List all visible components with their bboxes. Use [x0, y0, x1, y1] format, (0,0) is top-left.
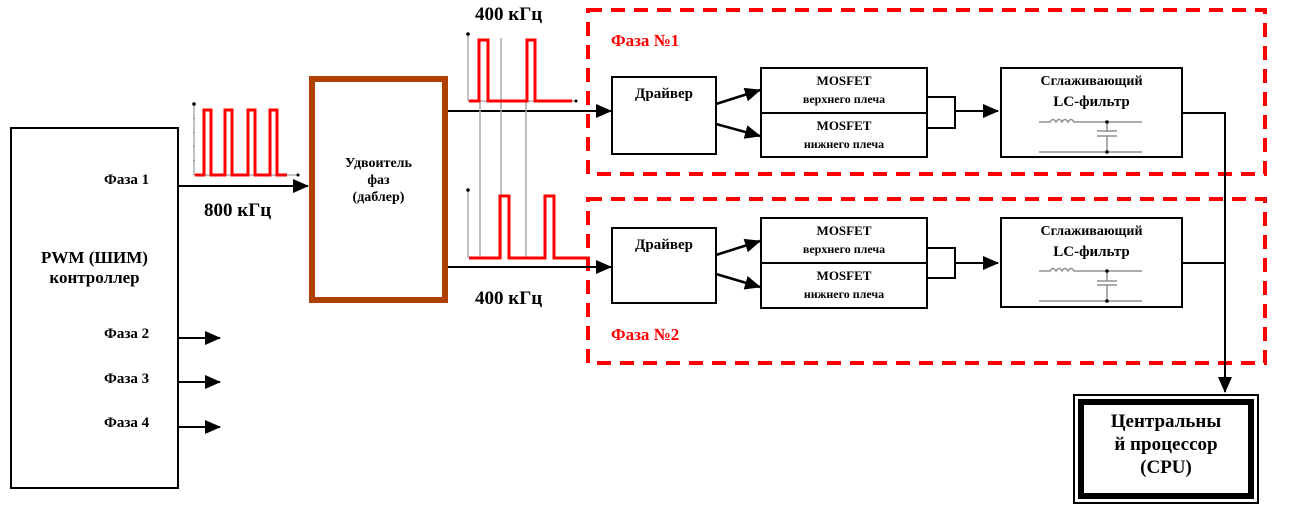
phase-2-mosfet-low-line1: MOSFET — [816, 268, 872, 283]
phase-2-output-label: Фаза 2 — [104, 326, 150, 342]
phase-1-lc-filter-label: Сглаживающий LC-фильтр — [1000, 72, 1183, 112]
phase-2-mosfet-low-line2: нижнего плеча — [803, 287, 885, 301]
driver2-to-mosfet-high — [715, 238, 761, 257]
phase-1-mosfet-high-line2: верхнего плеча — [802, 92, 886, 106]
phase-2-lc-filter-label: Сглаживающий LC-фильтр — [1000, 222, 1183, 262]
phase-4-output-label: Фаза 4 — [104, 415, 150, 431]
phase-1-mosfet-low-label: MOSFET нижнего плеча — [760, 117, 928, 153]
phase-1-mosfet-high-line1: MOSFET — [816, 73, 872, 88]
lc-filter-icon-1 — [1039, 118, 1142, 154]
pulse-wave-icon-2 — [466, 188, 590, 264]
phase-2-mosfet-high-line2: верхнего плеча — [802, 242, 886, 256]
doubler-label-line1: Удвоитель — [345, 156, 412, 171]
controller-title: PWM (ШИМ) контроллер — [10, 248, 179, 288]
phase-1-region — [586, 8, 1267, 176]
phase-2-driver-label: Драйвер — [635, 237, 693, 253]
cpu-label-line2: й процессор — [1114, 434, 1218, 455]
cpu-label: Центральны й процессор (CPU) — [1073, 410, 1259, 479]
mosfet1-merge — [926, 97, 998, 129]
driver1-to-mosfet-low — [715, 122, 761, 139]
doubler-label-line3: (даблер) — [352, 190, 405, 205]
square-wave-icon — [192, 102, 300, 177]
output-1-frequency-label: 400 кГц — [475, 4, 543, 25]
phase-1-lc-filter — [1000, 67, 1183, 158]
controller-title-line2: контроллер — [49, 268, 140, 287]
phase-1-mosfet-low-line2: нижнего плеча — [803, 137, 885, 151]
input-frequency-label: 800 кГц — [204, 200, 272, 221]
phase-2-driver — [611, 227, 717, 304]
doubler-label: Удвоитель фаз (даблер) — [309, 155, 448, 206]
driver1-to-mosfet-high — [715, 87, 761, 106]
phase-2-mosfet-high-label: MOSFET верхнего плеча — [760, 222, 928, 258]
phase-2-lc-filter-line1: Сглаживающий — [1040, 224, 1143, 239]
mosfet2-merge — [926, 248, 998, 278]
lc-filter-icon-2 — [1039, 267, 1142, 303]
output-bus — [1182, 112, 1232, 393]
phase-2-mosfet-low-label: MOSFET нижнего плеча — [760, 267, 928, 303]
output-2-frequency-label: 400 кГц — [475, 288, 543, 309]
phase-1-mosfet-low-line1: MOSFET — [816, 118, 872, 133]
phase-3-output-label: Фаза 3 — [104, 371, 150, 387]
phase-2-mosfet-low — [760, 262, 928, 309]
phase-doubler-block — [309, 76, 448, 303]
phase-2-title: Фаза №2 — [611, 325, 680, 344]
pwm-controller-block — [10, 127, 179, 489]
phase-1-lc-filter-line1: Сглаживающий — [1040, 74, 1143, 89]
phase-1-output-label: Фаза 1 — [104, 172, 150, 188]
phase-1-mosfet-low — [760, 112, 928, 158]
cpu-block — [1073, 394, 1259, 504]
phase-2-region — [586, 197, 1267, 365]
cpu-label-line3: (CPU) — [1140, 457, 1192, 478]
doubler-label-line2: фаз — [367, 173, 390, 188]
phase-2-mosfet-high-line1: MOSFET — [816, 223, 872, 238]
driver2-to-mosfet-low — [715, 272, 761, 290]
controller-title-line1: PWM (ШИМ) — [41, 248, 148, 267]
pulse-wave-icon-1 — [466, 32, 578, 103]
phase-1-lc-filter-line2: LC-фильтр — [1053, 94, 1130, 110]
phase-1-title: Фаза №1 — [611, 31, 680, 50]
phase-1-driver — [611, 76, 717, 155]
phase-2-lc-filter — [1000, 217, 1183, 308]
phase-1-driver-label: Драйвер — [635, 86, 693, 102]
phase-2-lc-filter-line2: LC-фильтр — [1053, 244, 1130, 260]
phase-1-mosfet-high-label: MOSFET верхнего плеча — [760, 72, 928, 108]
cpu-label-line1: Центральны — [1110, 411, 1222, 432]
